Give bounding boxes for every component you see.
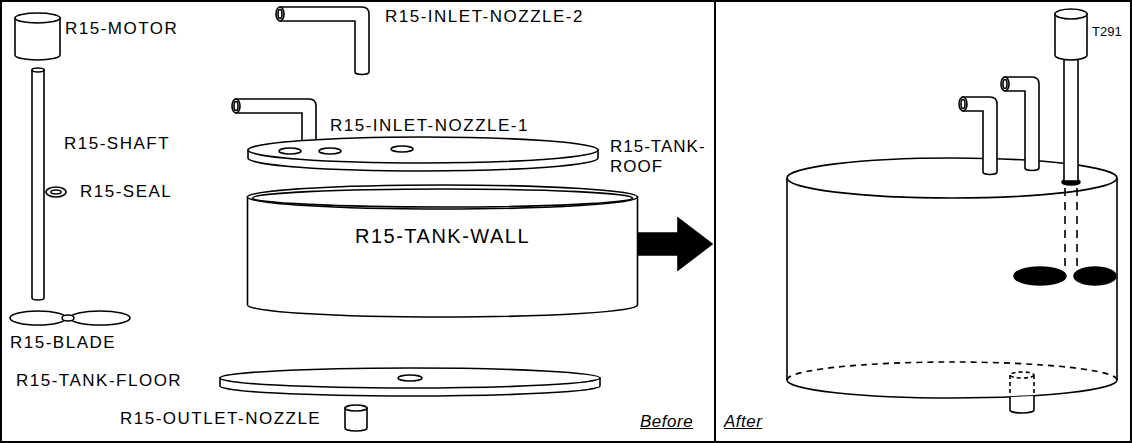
seal-part xyxy=(46,187,66,197)
part-label: R15-OUTLET-NOZZLE xyxy=(120,409,321,429)
panel-label: After xyxy=(724,412,762,432)
blade-part xyxy=(10,311,130,325)
nozzle-part xyxy=(276,7,369,75)
tag-label: T291 xyxy=(1092,25,1122,40)
outlet-part xyxy=(345,405,367,431)
part-label: R15-INLET-NOZZLE-1 xyxy=(330,116,529,136)
part-label: R15-TANK-ROOF xyxy=(610,137,712,176)
part-label: R15-SEAL xyxy=(80,182,172,202)
motor-part xyxy=(15,13,60,60)
assembled-tank xyxy=(787,9,1117,413)
roof-part xyxy=(248,137,598,171)
part-label: R15-TANK-FLOOR xyxy=(16,371,182,391)
part-label: R15-TANK-WALL xyxy=(245,225,640,248)
panel-label: Before xyxy=(640,412,693,432)
cylinder-outline xyxy=(245,183,640,323)
floor-part xyxy=(220,368,600,396)
part-label: R15-BLADE xyxy=(10,333,116,353)
part-label: R15-INLET-NOZZLE-2 xyxy=(385,7,584,27)
part-label: R15-MOTOR xyxy=(65,19,178,39)
divider xyxy=(714,0,716,443)
cylinder-part: R15-TANK-WALL xyxy=(245,183,640,323)
shaft-part xyxy=(32,68,44,300)
nozzle-part xyxy=(232,99,316,143)
part-label: R15-SHAFT xyxy=(64,134,170,154)
